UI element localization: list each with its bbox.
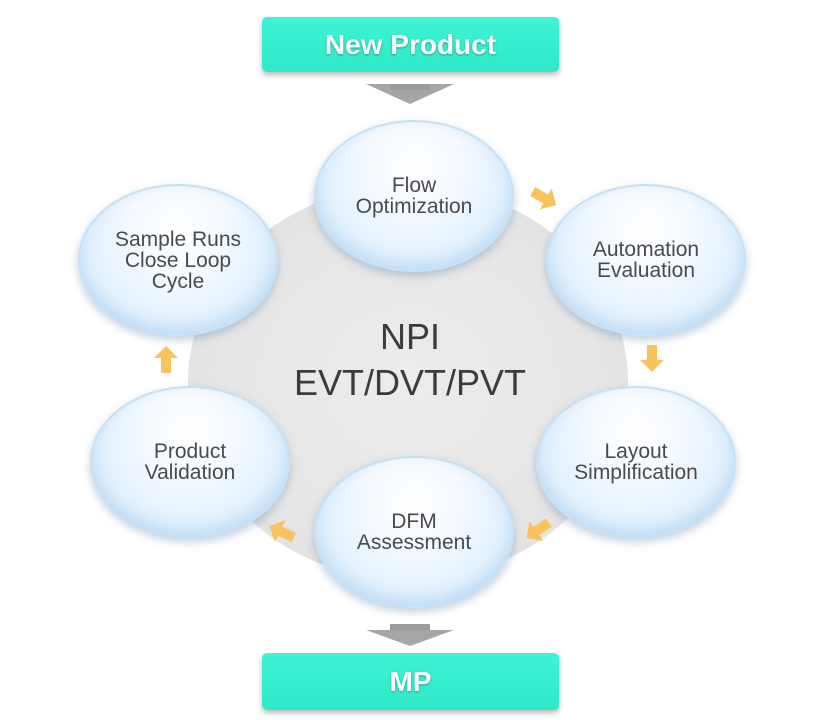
cycle-arrow-icon [640,345,664,372]
step-label-line: Automation [592,238,700,261]
step-label-line: Evaluation [596,259,696,282]
down-arrow-icon [366,624,454,646]
step-label-line: Validation [144,461,236,484]
step-label-line: Simplification [574,461,698,484]
step-label-line: Assessment [356,531,472,554]
step-label-line: Optimization [355,195,473,218]
step-product-validation: Product Validation [90,386,290,538]
hub-title: NPI [379,316,440,357]
cycle-arrow-icon [154,346,178,373]
step-automation-evaluation: Automation Evaluation [546,184,746,336]
step-dfm-assessment: DFM Assessment [314,456,514,608]
step-sample-runs: Sample Runs Close Loop Cycle [78,184,278,336]
new-product-box: New Product [262,17,559,72]
mp-box: MP [262,653,559,710]
step-label-line: Flow [391,174,437,197]
down-arrow-icon [366,84,454,104]
step-label-line: Close Loop [124,248,232,272]
cycle-arrow-icon [269,520,296,543]
hub-subtitle: EVT/DVT/PVT [293,362,527,403]
step-label-line: DFM [391,510,437,533]
step-label-line: Product [153,440,227,463]
step-label-line: Cycle [151,269,205,293]
step-label-line: Sample Runs [114,227,242,251]
step-layout-simplification: Layout Simplification [536,386,736,538]
cycle-arrow-icon [526,518,552,541]
step-label-line: Layout [604,440,668,463]
step-flow-optimization: Flow Optimization [314,120,514,272]
cycle-arrow-icon [530,187,557,210]
